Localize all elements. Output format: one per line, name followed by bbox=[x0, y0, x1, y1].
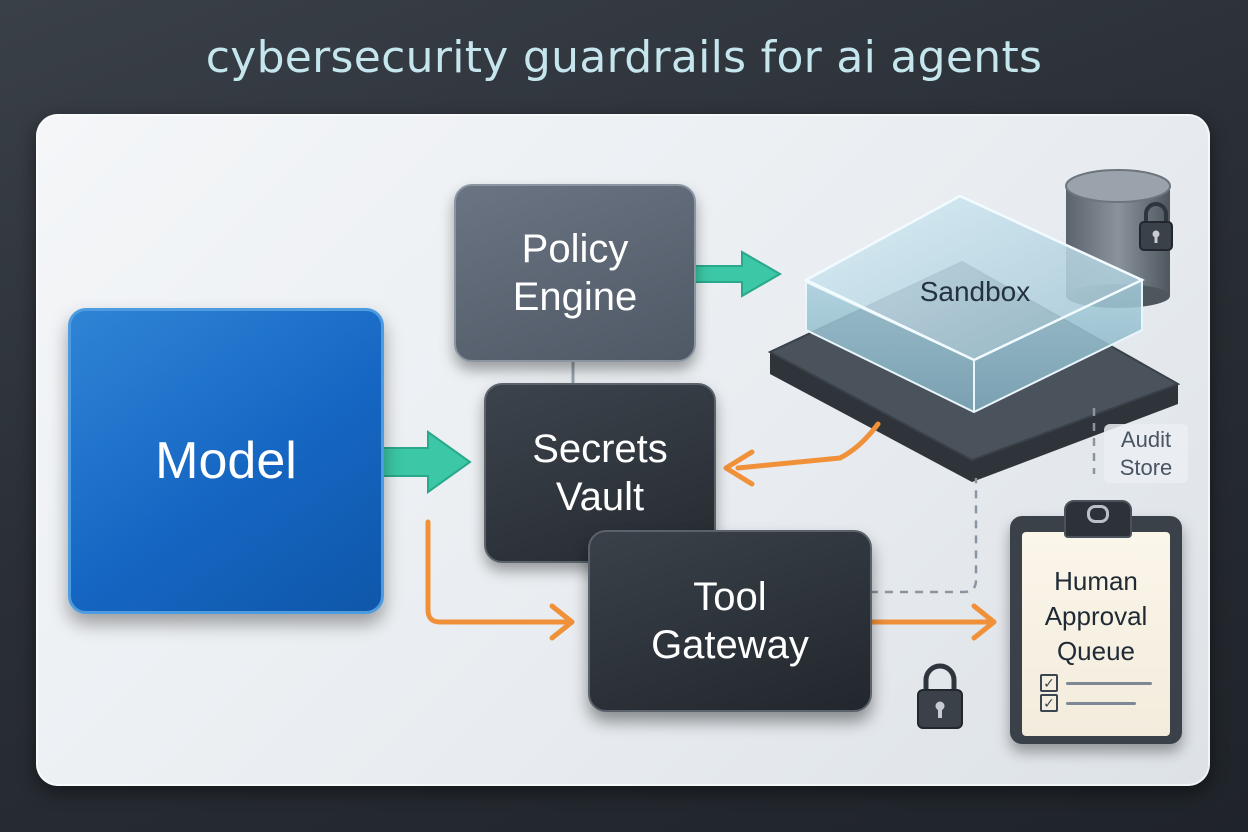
approval-label-line2: Approval bbox=[1044, 600, 1148, 631]
checklist-line bbox=[1066, 682, 1152, 685]
tool-gateway-label-line2: Gateway bbox=[651, 623, 809, 667]
approval-label-line3: Queue bbox=[1056, 635, 1136, 666]
arrow-model-to-gateway bbox=[425, 519, 575, 641]
tool-gateway-node: Tool Gateway bbox=[588, 530, 872, 712]
arrow-policy-to-sandbox bbox=[693, 250, 782, 298]
audit-store-label: Audit Store bbox=[1104, 424, 1188, 483]
model-label: Model bbox=[155, 431, 297, 490]
diagram-title: cybersecurity guardrails for ai agents bbox=[205, 32, 1043, 83]
sandbox-label: Sandbox bbox=[919, 276, 1031, 307]
arrow-gateway-to-approval bbox=[867, 603, 997, 641]
policy-engine-label-line1: Policy bbox=[521, 227, 629, 271]
human-approval-queue-label: Human Approval Queue bbox=[1022, 564, 1170, 668]
lock-icon bbox=[917, 663, 963, 729]
lock-icon bbox=[1139, 202, 1173, 251]
approval-label-line1: Human bbox=[1054, 566, 1138, 596]
audit-store-label-line2: Store bbox=[1119, 454, 1173, 480]
tool-gateway-label-line1: Tool bbox=[693, 575, 767, 619]
clipboard-clip-hole bbox=[1087, 505, 1109, 523]
secrets-vault-label-line2: Vault bbox=[555, 475, 645, 519]
checkbox-icon: ✓ bbox=[1040, 694, 1058, 712]
audit-dashed-lines bbox=[870, 408, 1096, 594]
checklist-line bbox=[1066, 702, 1136, 705]
checkbox-icon: ✓ bbox=[1040, 674, 1058, 692]
secrets-vault-label-line1: Secrets bbox=[532, 427, 668, 471]
model-node: Model bbox=[68, 308, 384, 614]
policy-engine-label-line2: Engine bbox=[512, 275, 638, 319]
arrow-sandbox-to-vault bbox=[723, 421, 881, 487]
audit-store-label-line1: Audit bbox=[1120, 427, 1172, 452]
policy-engine-node: Policy Engine bbox=[454, 184, 696, 362]
sandbox-glass-box bbox=[803, 194, 1145, 414]
